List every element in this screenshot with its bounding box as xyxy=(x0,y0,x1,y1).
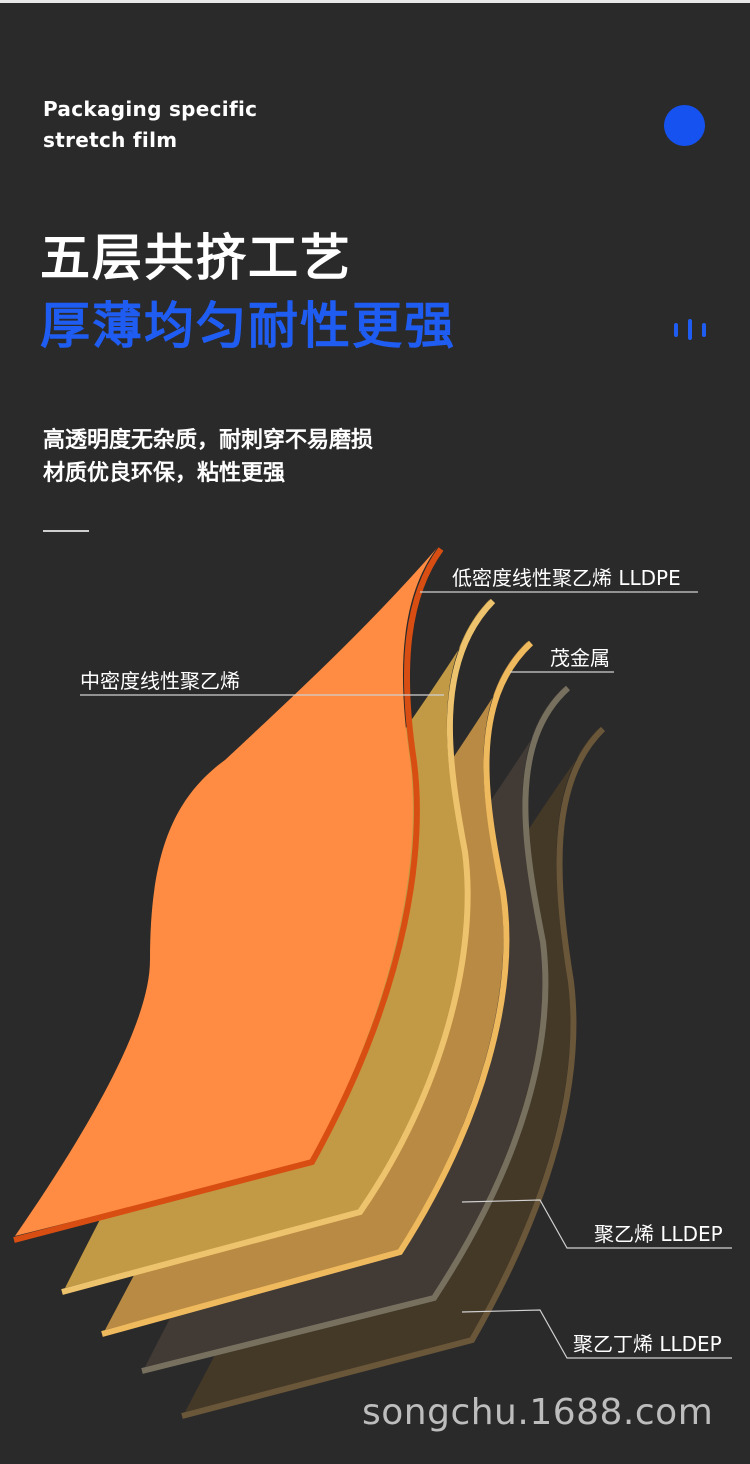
label-metallocene: 茂金属 xyxy=(550,646,610,670)
short-divider xyxy=(43,530,89,532)
top-divider xyxy=(0,0,750,3)
tagline-line-2: stretch film xyxy=(43,128,178,152)
description-line-2: 材质优良环保，粘性更强 xyxy=(43,461,286,486)
watermark: songchu.1688.com xyxy=(362,1392,714,1433)
description-line-1: 高透明度无杂质，耐刺穿不易磨损 xyxy=(43,428,374,453)
leader-pb xyxy=(461,1309,732,1359)
label-medium-density: 中密度线性聚乙烯 xyxy=(80,669,240,693)
english-tagline: Packaging specific stretch film xyxy=(43,94,257,156)
tagline-line-1: Packaging specific xyxy=(43,97,258,121)
leader-pe xyxy=(461,1199,732,1249)
label-polybutylene: 聚乙丁烯 LLDEP xyxy=(573,1332,722,1356)
headline-primary: 五层共挤工艺 xyxy=(40,229,352,287)
layer-medium-density xyxy=(13,547,444,1243)
label-polyethylene: 聚乙烯 LLDEP xyxy=(594,1222,723,1246)
label-lldpe: 低密度线性聚乙烯 LLDPE xyxy=(452,566,681,590)
blue-dot-decoration xyxy=(664,105,705,146)
description: 高透明度无杂质，耐刺穿不易磨损 材质优良环保，粘性更强 xyxy=(43,424,373,490)
label-leader-lines xyxy=(80,591,732,1359)
headline-secondary: 厚薄均匀耐性更强 xyxy=(40,297,456,355)
